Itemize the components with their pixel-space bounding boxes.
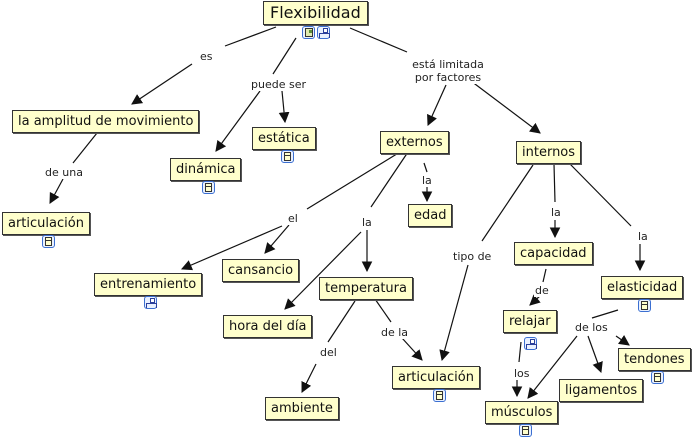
resource-icons <box>41 235 55 248</box>
connection-line <box>569 163 632 227</box>
document-icon[interactable] <box>637 299 651 312</box>
connection-line <box>427 84 447 126</box>
concept-entrenamiento[interactable]: entrenamiento <box>94 273 203 296</box>
connection-line <box>591 309 619 319</box>
connection-line <box>49 178 64 204</box>
linking-phrase-la-cap: la <box>550 206 562 219</box>
connection-line <box>264 224 290 254</box>
resource-icons <box>144 296 157 309</box>
document-icon[interactable] <box>202 181 215 194</box>
connection-line <box>306 151 401 210</box>
resource-icons <box>523 337 537 350</box>
connection-line <box>466 77 541 134</box>
concept-dinamica[interactable]: dinámica <box>170 158 242 181</box>
connection-line <box>181 225 283 271</box>
connection-line <box>401 337 423 361</box>
connection-line <box>527 335 578 399</box>
linking-phrase-la-ext: la <box>361 216 373 229</box>
concept-ambiente[interactable]: ambiente <box>265 397 339 420</box>
resource-icons <box>637 299 651 312</box>
connection-line <box>284 231 362 310</box>
connection-line <box>349 27 408 53</box>
document-icon[interactable] <box>41 235 55 248</box>
concept-tendones[interactable]: tendones <box>618 348 691 371</box>
concept-externos[interactable]: externos <box>380 131 449 154</box>
concept-elasticidad[interactable]: elasticidad <box>601 276 684 299</box>
image-document-icon[interactable] <box>302 26 315 39</box>
concept-temperatura[interactable]: temperatura <box>319 277 413 300</box>
linking-phrase-de-la: de la <box>380 326 410 339</box>
resource-icons <box>280 150 294 163</box>
resource-icons <box>202 181 215 194</box>
connection-line <box>301 363 317 393</box>
linked-map-icon[interactable] <box>317 26 330 39</box>
concept-articulacion2[interactable]: articulación <box>392 366 480 389</box>
linking-phrase-es: es <box>199 50 214 63</box>
resource-icons <box>518 424 532 437</box>
concept-relajar[interactable]: relajar <box>503 310 557 333</box>
linked-map-icon[interactable] <box>144 296 157 309</box>
concept-articulacion1[interactable]: articulación <box>2 212 90 235</box>
document-icon[interactable] <box>518 424 532 437</box>
document-icon[interactable] <box>650 371 664 384</box>
linking-phrase-la-ela: la <box>637 230 649 243</box>
connection-line <box>518 341 522 363</box>
connection-line <box>131 63 193 105</box>
connection-line <box>423 162 428 173</box>
connection-line <box>215 90 261 152</box>
connection-line <box>272 37 297 75</box>
connection-line <box>374 298 392 323</box>
concept-flexibilidad[interactable]: Flexibilidad <box>263 1 368 25</box>
connection-line <box>327 300 356 343</box>
connection-line <box>439 264 469 362</box>
concept-hora[interactable]: hora del día <box>223 315 313 338</box>
linking-phrase-el: el <box>287 212 299 225</box>
linking-phrase-de-los: de los <box>574 321 609 334</box>
concept-capacidad[interactable]: capacidad <box>514 242 593 265</box>
concept-ligamentos[interactable]: ligamentos <box>559 379 644 402</box>
connection-line <box>278 90 290 124</box>
linking-phrase-de-una: de una <box>44 166 84 179</box>
linking-phrase-puede-ser: puede ser <box>250 78 307 91</box>
document-icon[interactable] <box>280 150 294 163</box>
linking-phrase-tipo-de: tipo de <box>452 250 493 263</box>
concept-estatica[interactable]: estática <box>252 127 316 150</box>
resource-icons <box>302 26 330 39</box>
concept-internos[interactable]: internos <box>516 141 582 164</box>
linking-phrase-los: los <box>513 367 531 380</box>
concept-musculos[interactable]: músculos <box>485 401 559 424</box>
connection-line <box>370 151 409 208</box>
connection-line <box>481 164 534 242</box>
document-icon[interactable] <box>433 389 446 402</box>
connection-line <box>72 132 98 164</box>
linking-phrase-de-cap: de <box>534 284 550 297</box>
linked-map-icon[interactable] <box>523 337 537 350</box>
concept-edad[interactable]: edad <box>408 204 453 227</box>
connection-line <box>542 268 547 283</box>
linking-phrase-la-edad: la <box>421 174 433 187</box>
linking-phrase-limitada: está limitada por factores <box>407 58 489 84</box>
connection-line <box>587 335 603 374</box>
concept-cansancio[interactable]: cansancio <box>222 259 300 282</box>
concept-amplitud[interactable]: la amplitud de movimiento <box>12 110 200 133</box>
linking-phrase-del: del <box>319 346 338 359</box>
connection-line <box>615 335 630 346</box>
connection-line <box>224 26 277 47</box>
connection-line <box>553 163 556 203</box>
resource-icons <box>650 371 664 384</box>
resource-icons <box>433 389 446 402</box>
